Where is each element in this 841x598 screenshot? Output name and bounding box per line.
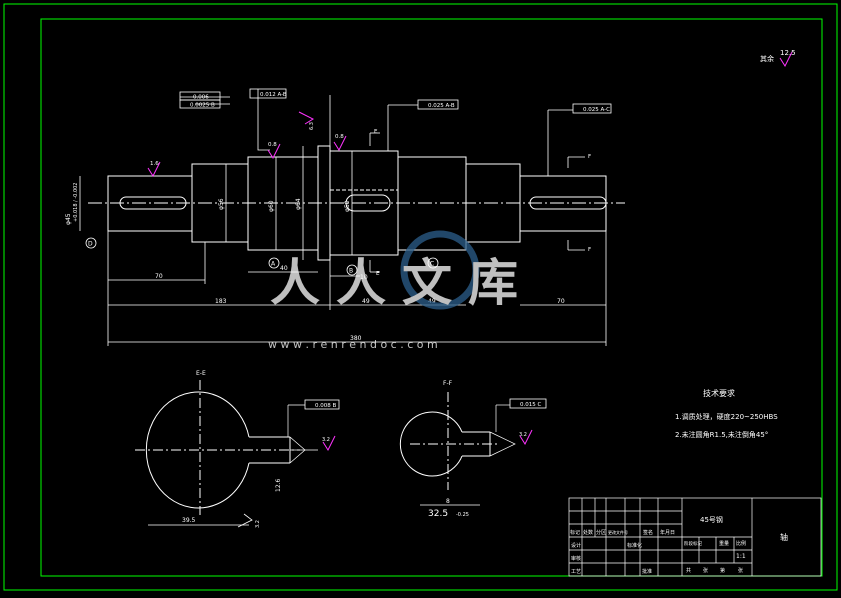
section-f-width-tol: -0.25 bbox=[456, 512, 469, 518]
tb-label-4: 签名 bbox=[643, 529, 653, 536]
outer-frame bbox=[3, 3, 838, 591]
cut-f-top: F bbox=[588, 154, 591, 160]
tech-req-line1: 1.调质处理，硬度220~250HBS bbox=[675, 412, 778, 421]
tb-sheet-3: 张 bbox=[738, 567, 743, 574]
section-f-title: F-F bbox=[443, 380, 453, 387]
datum-b: B bbox=[349, 268, 353, 275]
section-e-tol: 0.008 B bbox=[315, 403, 336, 409]
mid-keyway bbox=[345, 194, 391, 212]
section-e-rough2: 3.2 bbox=[255, 520, 261, 528]
section-f-width: 32.5 bbox=[428, 509, 448, 519]
tb-row4-0: 工艺 bbox=[571, 569, 581, 575]
right-keyway bbox=[529, 196, 607, 210]
datum-d: D bbox=[88, 241, 93, 248]
tech-requirements: 技术要求 1.调质处理，硬度220~250HBS 2.未注圆角R1.5,未注倒角… bbox=[675, 388, 778, 439]
datum-markers: A B C D bbox=[85, 237, 439, 276]
inner-frame bbox=[40, 18, 823, 577]
section-f-tol: 0.015 C bbox=[520, 402, 541, 408]
rough-mid-a: 0.8 bbox=[268, 142, 277, 148]
cut-e-bottom: E bbox=[376, 271, 380, 277]
roughness-symbol-mid-a bbox=[267, 143, 281, 160]
tb-sheet-0: 共 bbox=[686, 567, 691, 574]
tech-req-title: 技术要求 bbox=[703, 388, 735, 398]
section-e-depth: 12.6 bbox=[275, 478, 282, 492]
tol-mid-runout: 0.025 A-B bbox=[428, 103, 455, 109]
rough-mid-c: 0.8 bbox=[335, 134, 344, 140]
tb-row3-0: 审核 bbox=[571, 555, 581, 562]
dim-left-journal: 70 bbox=[155, 273, 163, 280]
shaft-view bbox=[88, 145, 625, 261]
title-block bbox=[568, 497, 822, 577]
tol-left-runout: 0.012 A-B bbox=[260, 92, 287, 98]
title-material: 45号钢 bbox=[700, 515, 723, 524]
datum-c: C bbox=[430, 261, 434, 268]
watermark: 人人文库 w w w . r e n r e n d o c . c o m bbox=[268, 230, 534, 351]
roughness-symbol-left bbox=[147, 161, 161, 178]
title-scale: 1:1 bbox=[736, 553, 746, 560]
tb-label-1: 处数 bbox=[583, 529, 593, 536]
watermark-logo-icon bbox=[400, 230, 480, 310]
section-e-rough: 3.2 bbox=[322, 437, 330, 443]
section-f-rough: 3.2 bbox=[519, 432, 527, 438]
tb-label-0: 标记 bbox=[570, 529, 580, 536]
tb-stage-2: 比例 bbox=[736, 540, 746, 547]
dim-overall: 380 bbox=[350, 335, 362, 342]
section-e-view bbox=[135, 380, 318, 526]
tech-req-line2: 2.未注圆角R1.5,未注倒角45° bbox=[675, 430, 768, 439]
tb-sheet-1: 张 bbox=[703, 567, 708, 574]
watermark-url: w w w . r e n r e n d o c . c o m bbox=[268, 338, 438, 351]
rough-left: 1.6 bbox=[150, 161, 159, 167]
tb-label-2: 分区 bbox=[596, 529, 606, 536]
section-f-dim-a: 8 bbox=[446, 498, 450, 505]
roughness-symbol-e bbox=[322, 435, 336, 452]
tb-sheet-2: 第 bbox=[720, 567, 725, 574]
section-e-title: E-E bbox=[196, 370, 206, 377]
datum-a: A bbox=[271, 261, 276, 268]
roughness-symbol-f bbox=[519, 429, 533, 446]
section-f-view bbox=[399, 392, 516, 506]
tb-row4-3: 批准 bbox=[642, 568, 652, 575]
tolerance-frames: 0.006 0.0025 B 0.012 A-B 0.025 A-B 0.025… bbox=[179, 88, 612, 114]
dim-phi-60: φ60 bbox=[268, 200, 275, 212]
global-roughness-label: 其余 bbox=[760, 54, 774, 63]
dim-phi-left-tol: +0.018 / -0.002 bbox=[73, 183, 79, 223]
dim-phi-right: φ50 bbox=[344, 200, 351, 212]
section-e-outline bbox=[145, 391, 250, 509]
shaft-roughness: 1.6 0.8 6.3 0.8 bbox=[147, 111, 347, 178]
section-f-outline bbox=[399, 411, 463, 477]
roughness-symbol-e2 bbox=[237, 513, 253, 528]
left-keyway bbox=[119, 196, 187, 210]
title-part-name: 轴 bbox=[780, 532, 788, 542]
tol-right-runout: 0.025 A-C bbox=[583, 107, 610, 113]
dim-phi-64: φ64 bbox=[295, 198, 302, 210]
dim-right-shoulder-b: 49 bbox=[428, 298, 436, 305]
rough-mid-b: 6.3 bbox=[309, 122, 315, 130]
cut-f-bottom: F bbox=[588, 247, 591, 253]
tb-stage-0: 阶段标记 bbox=[684, 540, 702, 547]
dim-right-shoulder: 49 bbox=[362, 298, 370, 305]
dim-key-len: 40 bbox=[280, 265, 288, 272]
dim-right-journal: 70 bbox=[557, 298, 565, 305]
tb-label-3: 更改文件号 bbox=[608, 529, 628, 535]
dim-phi-56: φ56 bbox=[218, 198, 225, 210]
roughness-symbol-global bbox=[779, 51, 793, 68]
tb-label-5: 年月日 bbox=[660, 529, 675, 536]
dim-phi-left: φ45 bbox=[65, 213, 72, 225]
section-e-width: 39.5 bbox=[182, 517, 196, 524]
cut-e-top: E bbox=[374, 129, 378, 135]
tol-left-flatness: 0.006 bbox=[193, 95, 209, 101]
roughness-symbol-mid-b bbox=[298, 111, 315, 125]
dim-left-to-collar: 183 bbox=[215, 298, 227, 305]
watermark-text: 人人文库 bbox=[270, 254, 534, 312]
tol-left-cyl: 0.0025 B bbox=[190, 103, 215, 109]
tb-row2-3: 标准化 bbox=[627, 542, 642, 549]
dim-collar: 10 bbox=[360, 274, 368, 281]
tb-stage-1: 重量 bbox=[719, 540, 729, 547]
tb-row2-0: 设计 bbox=[571, 542, 581, 549]
roughness-symbol-mid-c bbox=[333, 135, 347, 152]
global-roughness-value: 12.5 bbox=[780, 49, 796, 57]
